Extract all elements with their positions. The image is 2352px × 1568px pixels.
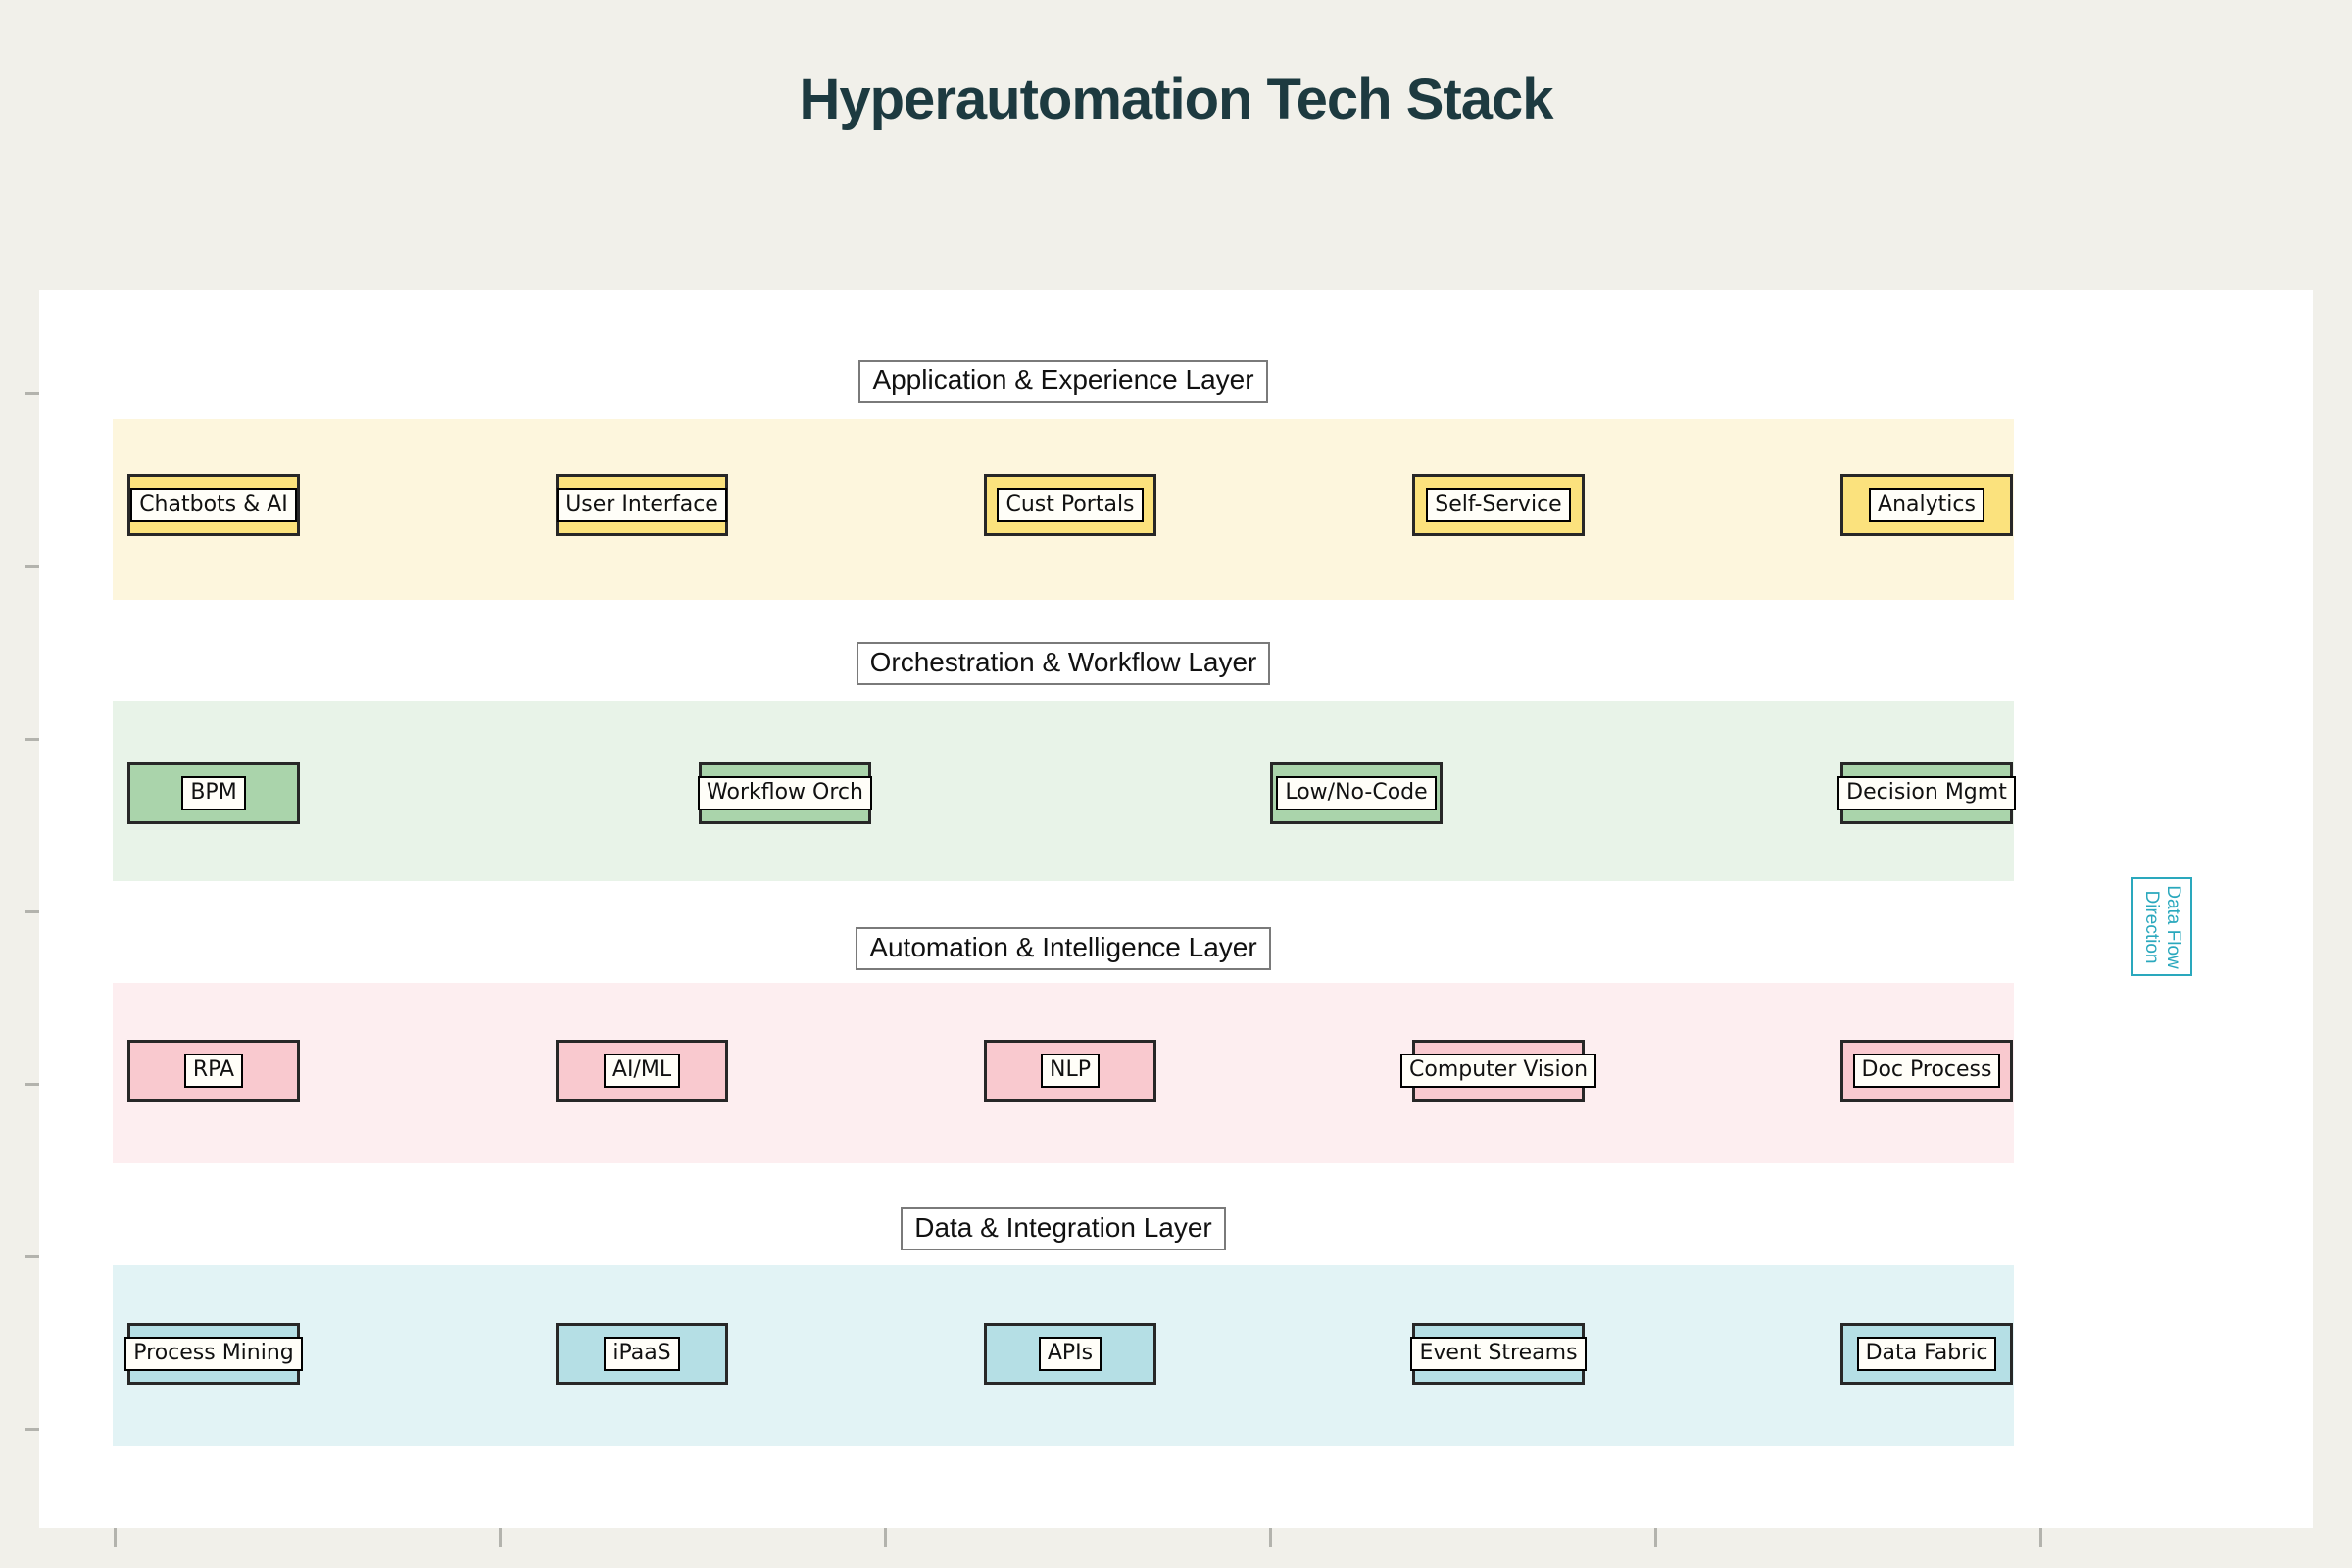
layer-header-data: Data & Integration Layer — [113, 1207, 2014, 1250]
layer-header-orchestration: Orchestration & Workflow Layer — [113, 642, 2014, 685]
y-axis-tick — [25, 738, 39, 741]
node-label: Self-Service — [1426, 488, 1571, 522]
layer-header-application: Application & Experience Layer — [113, 360, 2014, 403]
node-workflow-orch: Workflow Orch — [698, 762, 872, 824]
node-cust-portals: Cust Portals — [984, 474, 1156, 536]
node-label: Event Streams — [1410, 1337, 1587, 1371]
x-axis-tick — [884, 1528, 887, 1547]
node-nlp: NLP — [984, 1040, 1156, 1102]
node-label: Decision Mgmt — [1838, 776, 2016, 810]
node-chatbots-ai: Chatbots & AI — [127, 474, 300, 536]
layer-header-label: Application & Experience Layer — [858, 360, 1268, 403]
node-user-interface: User Interface — [556, 474, 728, 536]
layer-header-label: Data & Integration Layer — [901, 1207, 1226, 1250]
node-apis: APIs — [984, 1323, 1156, 1385]
node-label: Chatbots & AI — [130, 488, 297, 522]
x-axis-tick — [1654, 1528, 1657, 1547]
node-label: RPA — [183, 1054, 244, 1088]
node-label: Data Fabric — [1856, 1337, 1997, 1371]
node-computer-vision: Computer Vision — [1400, 1040, 1597, 1102]
node-label: Process Mining — [124, 1337, 303, 1371]
layer-band-orchestration — [113, 701, 2014, 881]
x-axis-tick — [114, 1528, 117, 1547]
y-axis-tick — [25, 1428, 39, 1431]
layer-header-label: Automation & Intelligence Layer — [856, 927, 1271, 970]
node-rpa: RPA — [127, 1040, 300, 1102]
node-ipaas: iPaaS — [556, 1323, 728, 1385]
node-label: Doc Process — [1852, 1054, 2001, 1088]
y-axis-tick — [25, 910, 39, 913]
node-self-service: Self-Service — [1412, 474, 1585, 536]
data-flow-direction-label: Data Flow Direction — [2141, 884, 2183, 969]
node-bpm: BPM — [127, 762, 300, 824]
node-label: User Interface — [557, 488, 727, 522]
layer-header-label: Orchestration & Workflow Layer — [856, 642, 1271, 685]
x-axis-tick — [1269, 1528, 1272, 1547]
node-label: Cust Portals — [997, 488, 1144, 522]
y-axis-tick — [25, 565, 39, 568]
node-label: iPaaS — [604, 1337, 680, 1371]
node-low-no-code: Low/No-Code — [1270, 762, 1443, 824]
page-title: Hyperautomation Tech Stack — [799, 68, 1553, 131]
layer-header-automation: Automation & Intelligence Layer — [113, 927, 2014, 970]
node-analytics: Analytics — [1840, 474, 2013, 536]
node-label: BPM — [181, 776, 246, 810]
x-axis-tick — [499, 1528, 502, 1547]
node-label: Workflow Orch — [698, 776, 872, 810]
node-label: Computer Vision — [1400, 1054, 1597, 1088]
diagram-canvas: Application & Experience Layer Chatbots … — [25, 290, 2313, 1547]
node-data-fabric: Data Fabric — [1840, 1323, 2013, 1385]
node-label: Analytics — [1869, 488, 1984, 522]
node-label: Low/No-Code — [1276, 776, 1437, 810]
node-ai-ml: AI/ML — [556, 1040, 728, 1102]
y-axis-tick — [25, 392, 39, 395]
node-decision-mgmt: Decision Mgmt — [1838, 762, 2016, 824]
node-doc-process: Doc Process — [1840, 1040, 2013, 1102]
node-label: AI/ML — [603, 1054, 681, 1088]
node-label: NLP — [1041, 1054, 1100, 1088]
y-axis-tick — [25, 1255, 39, 1258]
data-flow-direction-annotation: Data Flow Direction — [2132, 877, 2192, 976]
node-event-streams: Event Streams — [1410, 1323, 1587, 1385]
node-label: APIs — [1038, 1337, 1102, 1371]
y-axis-tick — [25, 1083, 39, 1086]
node-process-mining: Process Mining — [124, 1323, 303, 1385]
x-axis-tick — [2039, 1528, 2042, 1547]
